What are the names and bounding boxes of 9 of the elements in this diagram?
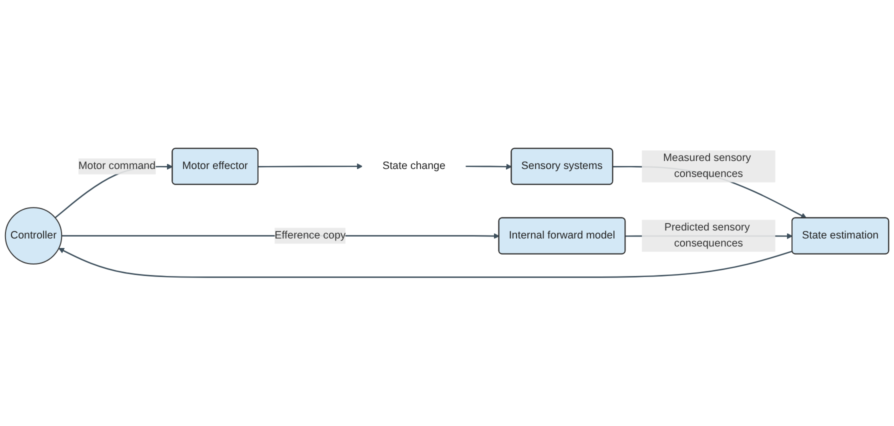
node-circle: Controller — [4, 207, 62, 265]
edge-label: Predicted sensory consequences — [664, 222, 750, 250]
edge-label: Motor command — [78, 160, 156, 172]
edge-label: Measured sensory consequences — [663, 152, 752, 180]
edge-label: Efference copy — [274, 230, 346, 242]
arrow — [258, 164, 363, 170]
arrow — [58, 248, 793, 278]
node-text: State change — [382, 160, 446, 172]
arrow — [465, 164, 512, 170]
